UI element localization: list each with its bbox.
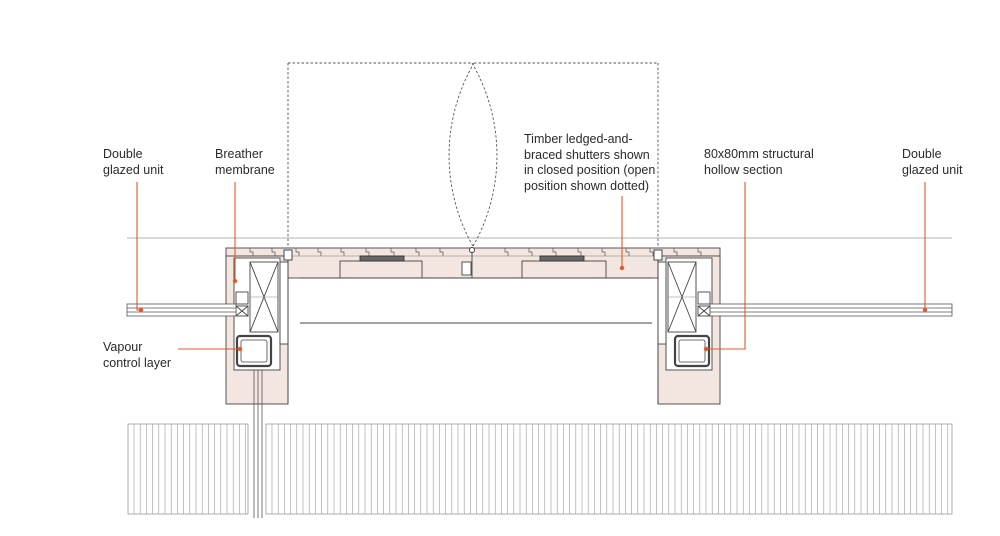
double-glazed-unit-right (709, 303, 953, 317)
leader-double-glazed-left (136, 182, 141, 311)
right-jamb (657, 255, 721, 405)
shutter-closed (225, 247, 721, 279)
label-double-glazed-unit-right: Double glazed unit (902, 147, 963, 177)
downpipe (253, 370, 263, 518)
double-glazed-unit-left (126, 303, 237, 317)
label-structural-hollow-section: 80x80mm structural hollow section (704, 147, 814, 177)
board-joints (249, 248, 702, 256)
leader-dots (138, 265, 928, 352)
lower-cladding-slats (127, 423, 953, 515)
label-vapour-control-layer: Vapour control layer (103, 340, 172, 370)
label-breather-membrane: Breather membrane (215, 147, 275, 177)
leader-shs (706, 182, 746, 350)
label-double-glazed-unit-left: Double glazed unit (103, 147, 164, 177)
shutter-open-position-dotted (287, 62, 659, 250)
shutter-hinges (283, 247, 663, 261)
label-shutters: Timber ledged-and- braced shutters shown… (524, 132, 656, 193)
